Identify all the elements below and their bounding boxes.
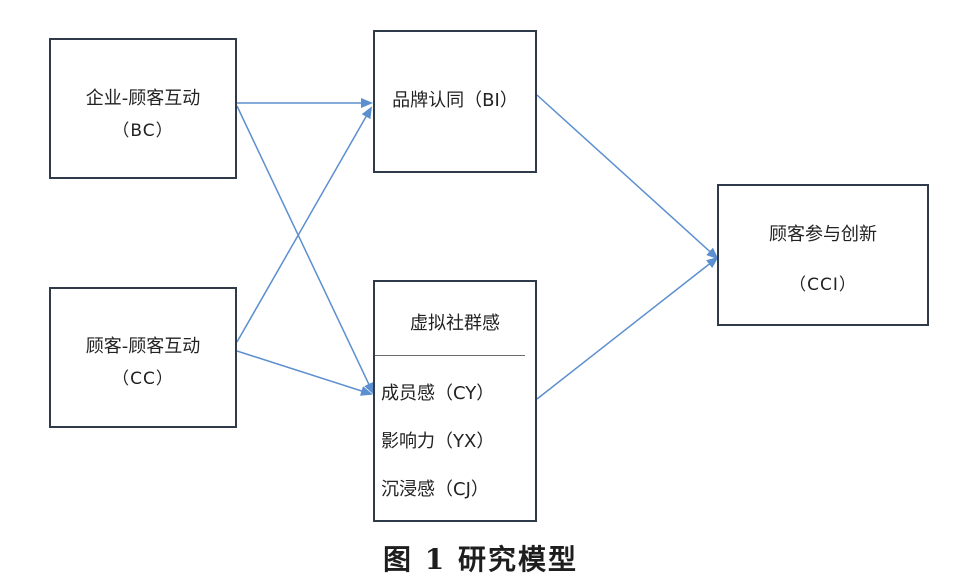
figure-caption: 图 1 研究模型: [383, 543, 578, 576]
node-cc: 顾客-顾客互动 （CC）: [49, 287, 237, 428]
node-cci-code: （CCI）: [789, 275, 857, 295]
node-cc-label: 顾客-顾客互动: [85, 336, 201, 357]
node-vc-divider: [375, 355, 525, 356]
node-vc-item-yx: 影响力（YX）: [381, 431, 495, 452]
node-cci: 顾客参与创新 （CCI）: [717, 184, 929, 326]
node-vc-item-cy: 成员感（CY）: [381, 383, 495, 404]
edge-cc-to-vc: [236, 350, 373, 396]
node-bc-code: （BC）: [112, 121, 174, 141]
node-vc-label: 虚拟社群感: [410, 313, 500, 334]
edge-cc-to-bi: [236, 106, 372, 343]
node-bi: 品牌认同（BI）: [373, 30, 537, 173]
node-vc-item-cj: 沉浸感（CJ）: [381, 479, 489, 500]
node-vc: 虚拟社群感 成员感（CY） 影响力（YX） 沉浸感（CJ）: [373, 280, 537, 522]
edge-bc-to-vc: [236, 105, 374, 395]
node-bi-label: 品牌认同（BI）: [392, 90, 518, 111]
edge-vc-to-cci: [536, 256, 719, 400]
node-cci-label: 顾客参与创新: [769, 224, 877, 245]
node-cc-code: （CC）: [112, 369, 174, 389]
node-bc: 企业-顾客互动 （BC）: [49, 38, 237, 179]
edge-bi-to-cci: [536, 94, 719, 260]
node-bc-label: 企业-顾客互动: [85, 88, 201, 109]
